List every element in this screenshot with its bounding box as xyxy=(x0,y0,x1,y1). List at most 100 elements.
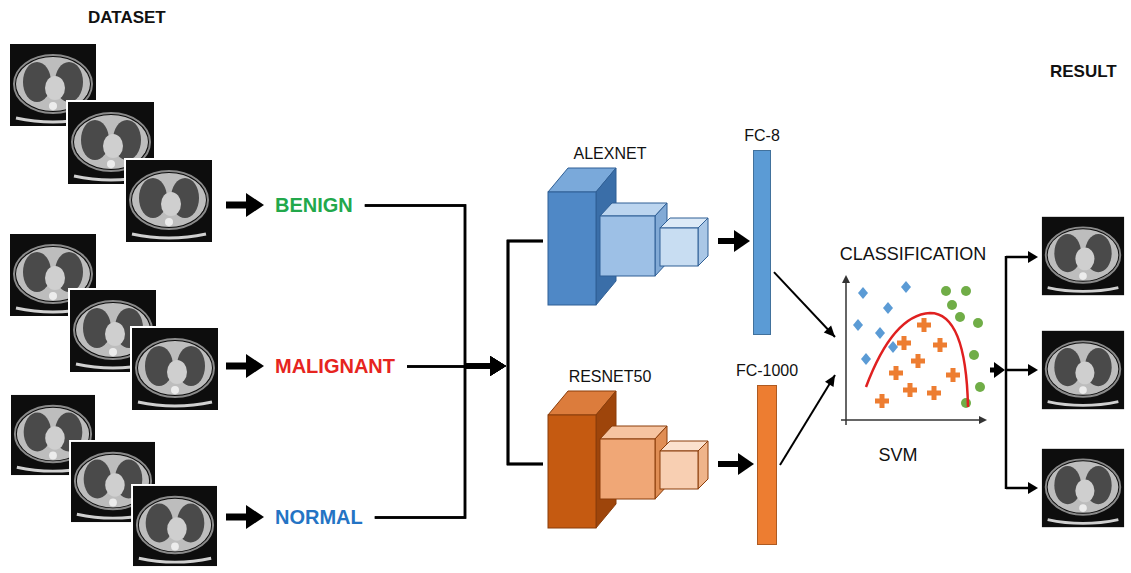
connector-line xyxy=(375,366,465,518)
result-bracket xyxy=(994,362,1005,378)
ct-scan xyxy=(132,485,218,567)
connector-line xyxy=(774,272,835,337)
block-front xyxy=(660,451,698,489)
connector-line xyxy=(465,364,494,369)
connector xyxy=(407,241,543,376)
class-cross xyxy=(911,354,925,368)
connector-line xyxy=(365,206,465,367)
connector-line xyxy=(508,241,543,366)
plot-caption: SVM xyxy=(878,445,917,466)
connector xyxy=(365,206,543,377)
connector-line xyxy=(508,366,543,464)
connector xyxy=(407,356,543,464)
class-cross xyxy=(946,368,960,382)
arrowhead xyxy=(490,356,506,376)
result-bracket xyxy=(1005,256,1008,489)
connector-line xyxy=(465,364,494,369)
text-holder: ALEXNET xyxy=(545,145,675,163)
section-label: DATASET xyxy=(88,8,166,28)
block-arrow xyxy=(246,505,264,529)
connector-line xyxy=(465,364,494,369)
connector-line xyxy=(465,364,494,369)
axis-head xyxy=(979,416,987,424)
ct-scan xyxy=(131,327,219,411)
connector-line xyxy=(508,241,543,366)
scatter-plot xyxy=(838,275,988,435)
connector-line xyxy=(508,366,543,464)
svm-plot: CLASSIFICATIONSVM xyxy=(838,275,988,435)
block-arrow xyxy=(246,354,264,378)
arrowhead xyxy=(490,356,506,376)
class-diamond xyxy=(861,353,871,365)
connector-line xyxy=(718,461,741,467)
connector-line xyxy=(465,364,494,369)
ct-scan xyxy=(1041,216,1125,296)
layer-blocks xyxy=(545,166,715,306)
result-bracket xyxy=(1006,487,1030,490)
arrowhead xyxy=(825,375,835,387)
axis-head xyxy=(842,275,850,283)
result-bracket xyxy=(1006,369,1030,372)
class-dot xyxy=(955,312,965,322)
class-cross xyxy=(897,336,911,350)
class-dot xyxy=(947,300,957,310)
axis xyxy=(841,419,980,421)
arrowhead xyxy=(490,356,506,376)
class-diamond xyxy=(875,327,885,339)
ct-stack-malignant xyxy=(9,233,219,411)
fc-layer-bar: FC-1000 xyxy=(757,385,777,545)
class-name: MALIGNANT xyxy=(275,355,395,378)
class-dot xyxy=(969,350,979,360)
text-holder: RESNET50 xyxy=(545,368,675,386)
arrowhead xyxy=(738,453,754,475)
arrowhead xyxy=(490,356,506,376)
class-diamond xyxy=(901,281,911,293)
connector-line xyxy=(375,366,465,518)
cnn-block: ALEXNET xyxy=(545,166,715,306)
connector-line xyxy=(365,206,465,367)
connector-line xyxy=(407,365,465,368)
result-bracket xyxy=(990,251,1038,494)
network-name: ALEXNET xyxy=(574,145,647,163)
result-bracket xyxy=(1028,364,1038,376)
text-holder: SVM xyxy=(878,445,917,466)
arrowhead xyxy=(490,356,506,376)
connector-line xyxy=(508,366,543,464)
class-dot xyxy=(973,318,983,328)
connector-line xyxy=(465,364,494,369)
section-label: DATASET xyxy=(88,8,166,28)
connector xyxy=(774,272,835,337)
class-diamond xyxy=(858,287,868,299)
connector xyxy=(375,241,543,518)
layer-name: FC-8 xyxy=(744,127,780,145)
connector xyxy=(365,206,543,465)
block-front xyxy=(548,415,596,528)
class-name: BENIGN xyxy=(275,194,353,217)
text-holder: FC-8 xyxy=(744,127,780,145)
class-cross xyxy=(917,318,931,332)
ct-scan xyxy=(1041,330,1125,410)
block-side xyxy=(698,441,708,489)
class-dot xyxy=(941,286,951,296)
class-cross xyxy=(889,366,903,380)
block-side xyxy=(698,218,708,266)
connector xyxy=(718,453,754,475)
block-front xyxy=(660,228,698,266)
ct-scan xyxy=(1041,448,1125,528)
class-diamond xyxy=(853,319,863,331)
result-bracket xyxy=(1006,256,1030,259)
result-images xyxy=(1041,216,1125,528)
class-label: BENIGN xyxy=(275,194,353,217)
ct-stack-benign xyxy=(9,43,213,243)
ct-scan xyxy=(125,159,213,243)
class-cross xyxy=(927,386,941,400)
class-cross xyxy=(903,383,917,397)
class-cross xyxy=(875,394,889,408)
fc-layer-bar: FC-8 xyxy=(753,150,771,335)
block-arrow xyxy=(226,193,264,529)
decision-boundary xyxy=(866,313,968,407)
section-label: RESULT xyxy=(1050,62,1117,82)
connector xyxy=(375,356,543,518)
result-bracket xyxy=(1028,482,1038,494)
ct-stack-normal xyxy=(10,394,218,567)
